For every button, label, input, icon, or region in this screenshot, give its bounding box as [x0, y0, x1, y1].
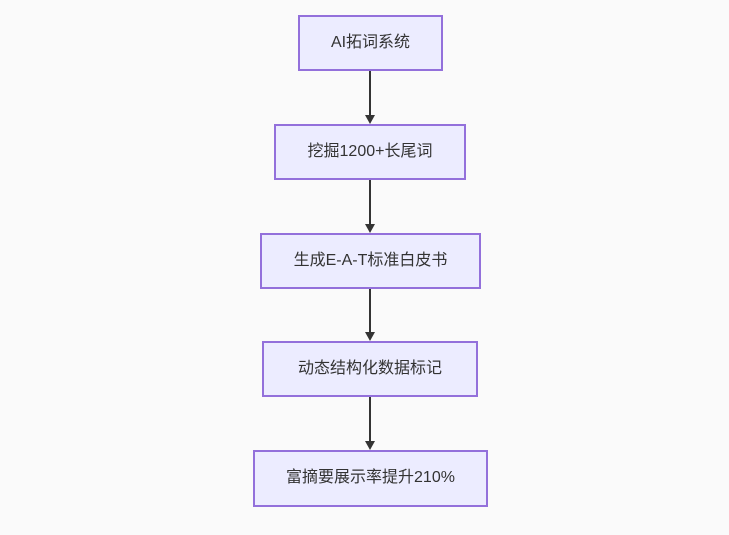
- flowchart-arrow-4: [365, 397, 375, 450]
- arrow-head-down-icon: [365, 441, 375, 450]
- arrow-head-down-icon: [365, 332, 375, 341]
- node-label: 动态结构化数据标记: [297, 359, 442, 377]
- flowchart-arrow-1: [365, 71, 375, 124]
- arrow-line: [369, 397, 371, 441]
- arrow-line: [369, 71, 371, 115]
- flowchart-arrow-3: [365, 289, 375, 341]
- flowchart-node-longtail-keywords: 挖掘1200+长尾词: [274, 124, 466, 180]
- node-label: AI拓词系统: [330, 33, 411, 51]
- arrow-head-down-icon: [365, 115, 375, 124]
- flowchart-node-ai-word-system: AI拓词系统: [298, 15, 443, 71]
- arrow-line: [369, 289, 371, 332]
- flowchart-node-structured-data: 动态结构化数据标记: [262, 341, 478, 397]
- flowchart-node-rich-snippet-result: 富摘要展示率提升210%: [253, 450, 488, 507]
- node-label: 生成E-A-T标准白皮书: [293, 251, 448, 269]
- node-label: 富摘要展示率提升210%: [286, 469, 455, 487]
- flowchart-arrow-2: [365, 180, 375, 233]
- arrow-head-down-icon: [365, 224, 375, 233]
- flowchart-node-eat-whitepaper: 生成E-A-T标准白皮书: [260, 233, 481, 289]
- node-label: 挖掘1200+长尾词: [307, 142, 433, 160]
- arrow-line: [369, 180, 371, 224]
